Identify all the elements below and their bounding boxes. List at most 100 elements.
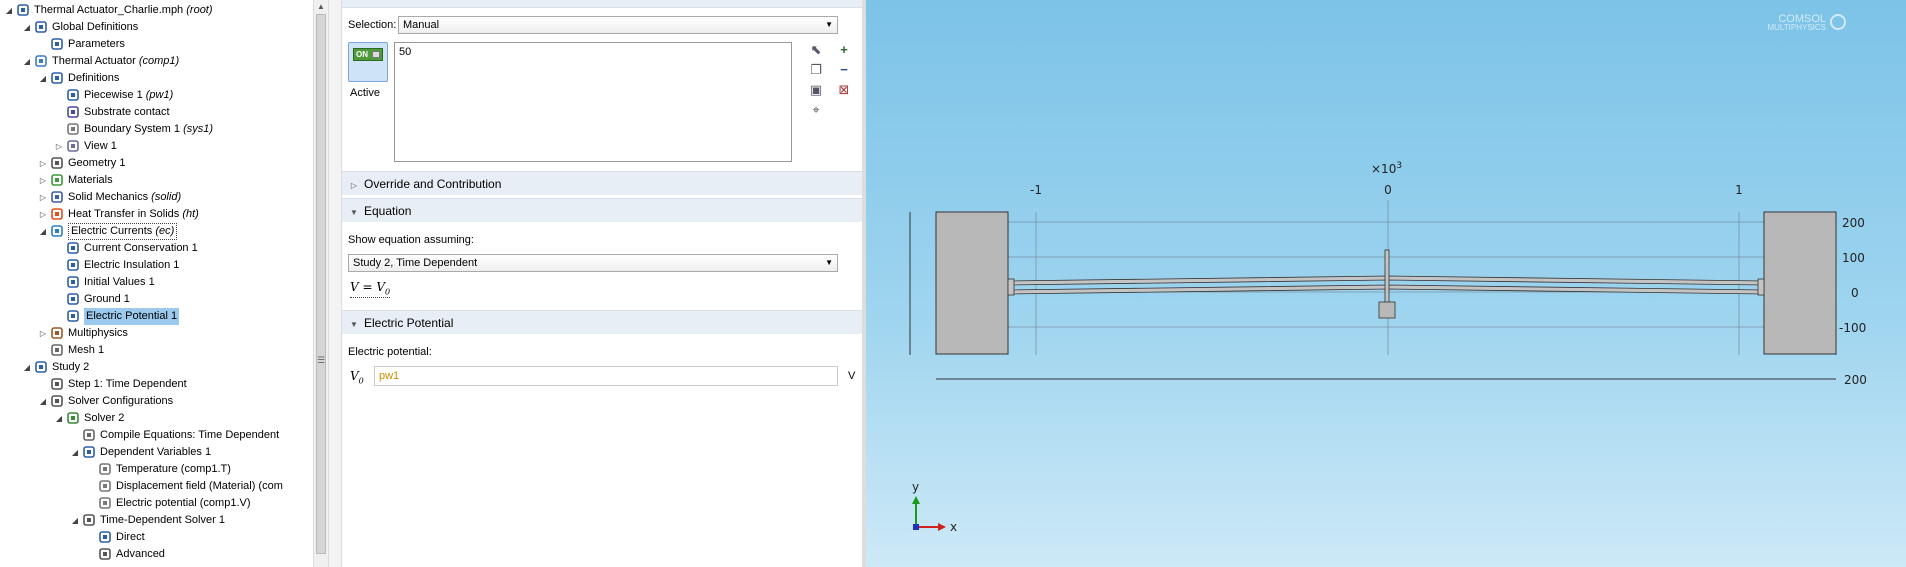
tree-item[interactable]: Parameters (38, 36, 125, 53)
tree-item[interactable]: Direct (86, 529, 145, 546)
remove-from-selection-icon[interactable]: − (840, 62, 848, 77)
section-header-electric-potential[interactable]: ▼Electric Potential (342, 310, 862, 334)
global-definitions-icon (34, 20, 48, 34)
expand-triangle-icon[interactable]: ▷ (39, 329, 47, 338)
tree-item[interactable]: ◢Dependent Variables 1 (70, 444, 211, 461)
study-icon (34, 360, 48, 374)
right-anchor-pad[interactable] (1763, 211, 1837, 355)
tree-scrollbar[interactable]: ▲ ☰ (313, 0, 328, 567)
graphics-canvas[interactable]: COMSOL MULTIPHYSICS ×103 -1 0 1 200 100 … (866, 0, 1906, 567)
tree-item[interactable]: Displacement field (Material) (com (86, 478, 283, 495)
tree-item[interactable]: Initial Values 1 (54, 274, 155, 291)
active-switch: ON (353, 48, 383, 61)
graphics-window[interactable]: COMSOL MULTIPHYSICS ×103 -1 0 1 200 100 … (866, 0, 1906, 567)
tree-item-label: Direct (116, 531, 145, 543)
graphics-splitter[interactable] (862, 0, 866, 567)
tree-item[interactable]: ◢Definitions (38, 70, 119, 87)
panel-splitter[interactable] (328, 0, 342, 567)
tree-item[interactable]: Substrate contact (54, 104, 170, 121)
tree-item-label: Boundary System 1 (sys1) (84, 123, 214, 135)
tree-item[interactable]: Electric Potential 1 (54, 308, 180, 325)
section-title-equation: Equation (364, 204, 412, 218)
scroll-up-icon[interactable]: ▲ (317, 2, 325, 11)
selection-list[interactable]: 50 (394, 42, 792, 162)
active-toggle-button[interactable]: ON (348, 42, 388, 82)
tree-item[interactable]: Boundary System 1 (sys1) (54, 121, 213, 138)
tree-item[interactable]: ▷Solid Mechanics (solid) (38, 189, 181, 206)
logo-text-2: MULTIPHYSICS (1767, 23, 1826, 32)
tree-item[interactable]: Electric potential (comp1.V) (86, 495, 251, 512)
zoom-to-selection-icon[interactable]: ⌖ (812, 102, 820, 117)
tree-item[interactable]: ▷Multiphysics (38, 325, 128, 342)
electric-potential-input[interactable]: pw1 (374, 366, 838, 386)
add-to-selection-icon[interactable]: + (840, 42, 848, 57)
section-header-equation[interactable]: ▼ Equation (342, 198, 862, 222)
select-pointer-icon[interactable]: ⬉ (810, 42, 822, 57)
boundary-feature-icon (66, 292, 80, 306)
scroll-thumb[interactable] (316, 14, 326, 554)
copy-selection-icon[interactable]: ❐ (810, 62, 822, 77)
bottom-axis-label: 200 (1844, 373, 1867, 387)
x-tick-label: 0 (1384, 183, 1392, 197)
tree-item[interactable]: Current Conservation 1 (54, 240, 198, 257)
tree-item[interactable]: ◢Global Definitions (22, 19, 138, 36)
tree-item[interactable]: Compile Equations: Time Dependent (70, 427, 279, 444)
tree-item[interactable]: Ground 1 (54, 291, 130, 308)
expand-triangle-icon[interactable]: ▷ (39, 176, 47, 185)
y-tick-label: 100 (1842, 251, 1865, 265)
collapse-triangle-icon[interactable]: ◢ (39, 227, 47, 236)
collapse-triangle-icon[interactable]: ◢ (39, 74, 47, 83)
x-tick-label: -1 (1030, 183, 1042, 197)
show-equation-combo[interactable]: Study 2, Time Dependent ▼ (348, 254, 838, 272)
tree-item[interactable]: Electric Insulation 1 (54, 257, 179, 274)
paste-selection-icon[interactable]: ▣ (809, 82, 823, 97)
tree-item[interactable]: Mesh 1 (38, 342, 104, 359)
collapse-triangle-icon[interactable]: ◢ (71, 448, 79, 457)
shuttle-pad[interactable] (1378, 301, 1396, 319)
collapse-triangle-icon[interactable]: ◢ (5, 6, 13, 15)
tree-item[interactable]: ▷Geometry 1 (38, 155, 126, 172)
tree-item[interactable]: ◢Time-Dependent Solver 1 (70, 512, 225, 529)
tree-item[interactable]: Temperature (comp1.T) (86, 461, 231, 478)
tree-item[interactable]: ◢Thermal Actuator (comp1) (22, 53, 179, 70)
expand-triangle-icon[interactable]: ▷ (39, 159, 47, 168)
section-header-domain-selection[interactable] (342, 0, 862, 8)
tree-item[interactable]: ◢ Study 2 (22, 359, 89, 376)
tree-item[interactable]: ◢Solver 2 (54, 410, 124, 427)
tree-item-label: Electric Potential 1 (84, 308, 180, 325)
tree-item-label: View 1 (84, 140, 117, 152)
collapse-triangle-icon: ▼ (350, 208, 358, 217)
collapse-triangle-icon[interactable]: ◢ (71, 516, 79, 525)
tree-item[interactable]: ◢Solver Configurations (38, 393, 173, 410)
clear-selection-icon[interactable]: ⊠ (838, 82, 850, 97)
tree-item[interactable]: Piecewise 1 (pw1) (54, 87, 173, 104)
shuttle-stem[interactable] (1384, 249, 1390, 309)
left-anchor-pad[interactable] (935, 211, 1009, 355)
tree-item[interactable]: ▷ View 1 (54, 138, 117, 155)
tree-item-label: Study 2 (52, 361, 90, 373)
solid-mechanics-icon (50, 190, 64, 204)
tree-item[interactable]: ◢ Electric Currents (ec) (38, 223, 178, 240)
collapse-triangle-icon[interactable]: ◢ (23, 23, 31, 32)
tree-item-label: Mesh 1 (68, 344, 105, 356)
triad-y-label: y (912, 480, 919, 494)
tree-item[interactable]: Advanced (86, 546, 165, 563)
collapse-triangle-icon[interactable]: ◢ (23, 57, 31, 66)
expand-triangle-icon[interactable]: ▷ (55, 142, 63, 151)
tree-item[interactable]: ▷Heat Transfer in Solids (ht) (38, 206, 199, 223)
tree-item-label: Electric Currents (ec) (68, 223, 178, 240)
component-icon (34, 54, 48, 68)
section-header-override[interactable]: ▷Override and Contribution (342, 171, 862, 195)
expand-triangle-icon[interactable]: ▷ (39, 193, 47, 202)
collapse-triangle-icon[interactable]: ◢ (55, 414, 63, 423)
tree-item[interactable]: ◢Thermal Actuator_Charlie.mph (root) (4, 2, 213, 19)
expand-triangle-icon[interactable]: ▷ (39, 210, 47, 219)
electric-potential-label: Electric potential: (348, 346, 432, 358)
selection-combo[interactable]: Manual ▼ (398, 16, 838, 34)
collapse-triangle-icon[interactable]: ◢ (39, 397, 47, 406)
tree-item[interactable]: Step 1: Time Dependent (38, 376, 187, 393)
tree-item[interactable]: ▷Materials (38, 172, 113, 189)
grip-icon: ☰ (317, 355, 326, 365)
selection-list-item[interactable]: 50 (399, 46, 412, 58)
collapse-triangle-icon[interactable]: ◢ (23, 363, 31, 372)
